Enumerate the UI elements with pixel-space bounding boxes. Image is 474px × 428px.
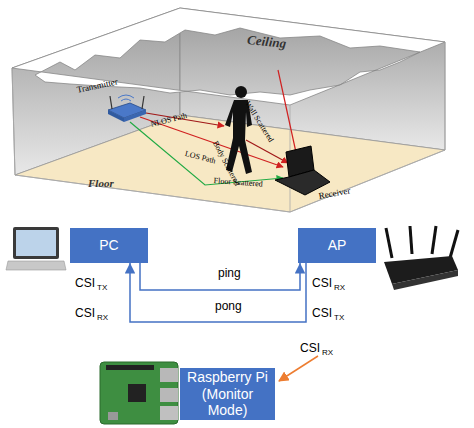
laptop-screen	[16, 230, 56, 256]
room-edge	[12, 68, 290, 212]
wall-scatter-path	[278, 70, 297, 157]
room-label: Ceiling	[247, 33, 287, 50]
device-box: AP	[298, 228, 376, 263]
usb-port	[160, 368, 178, 382]
laptop-bezel	[13, 227, 59, 259]
person-head	[235, 86, 247, 98]
device-box: PC	[70, 228, 148, 263]
antenna	[432, 226, 436, 254]
box-label: Raspberry Pi (Monitor Mode)	[184, 369, 271, 419]
message-label: ping	[218, 267, 241, 279]
signal-name: CSI	[75, 277, 95, 289]
signal-subscript: RX	[334, 284, 345, 292]
receiver-laptop	[275, 146, 330, 195]
signal-subscript: RX	[97, 314, 108, 322]
antenna	[386, 228, 392, 258]
chip	[128, 384, 146, 402]
leader-arrow	[279, 356, 318, 381]
signal-name: CSI	[300, 342, 320, 354]
router-icon	[384, 226, 458, 290]
laptop-base	[6, 261, 66, 270]
antenna	[142, 96, 144, 109]
gpio-header	[106, 365, 154, 370]
antenna	[450, 230, 458, 258]
room-floor	[15, 115, 445, 212]
pcb	[100, 362, 178, 424]
message-arrow	[140, 263, 300, 290]
router-front	[392, 270, 458, 290]
antenna	[410, 226, 412, 254]
signal-subscript: RX	[322, 349, 333, 357]
signal-name: CSI	[75, 307, 95, 319]
room-label: Floor	[88, 178, 114, 189]
wifi-waves	[118, 95, 134, 101]
room-ceiling	[12, 8, 445, 105]
router-side	[108, 110, 124, 122]
message-arrow	[130, 263, 306, 322]
box-label: AP	[328, 237, 347, 254]
pc-laptop-icon	[6, 227, 66, 270]
signal-subscript: TX	[334, 314, 344, 322]
raspberry-pi-board	[100, 362, 178, 424]
signal-subscript: TX	[97, 284, 107, 292]
message-label: pong	[215, 300, 242, 312]
box-label: PC	[99, 237, 118, 254]
usb-port	[160, 388, 178, 402]
signal-name: CSI	[312, 307, 332, 319]
router-side	[124, 110, 146, 122]
ethernet-port	[160, 406, 178, 420]
antenna	[110, 96, 112, 109]
transmitter-icon	[108, 95, 146, 122]
signal-name: CSI	[312, 277, 332, 289]
power-port	[108, 412, 118, 420]
device-box: Raspberry Pi (Monitor Mode)	[180, 368, 275, 420]
